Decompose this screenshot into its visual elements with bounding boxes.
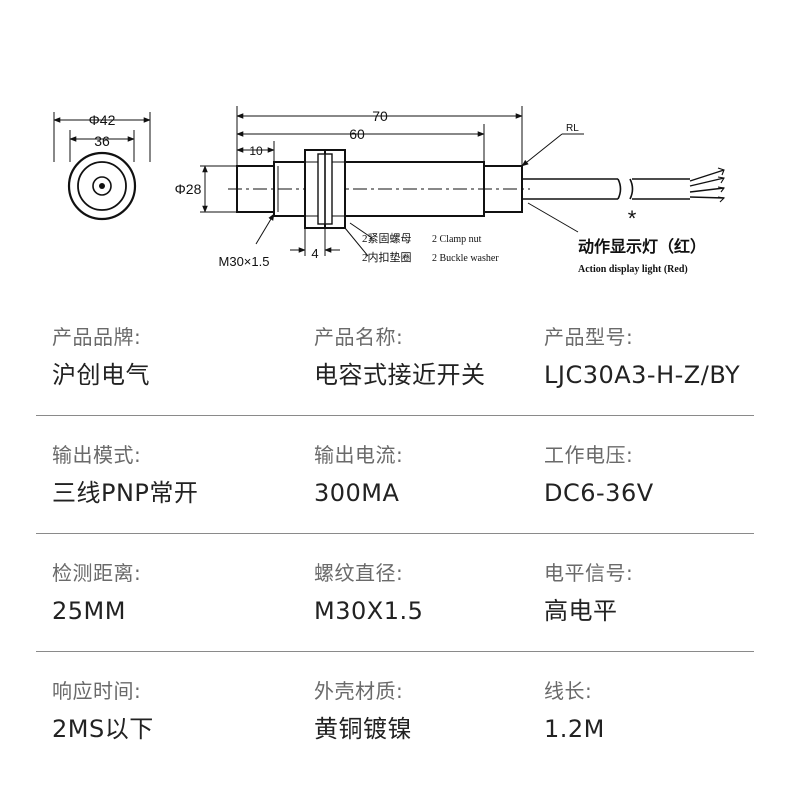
washer-cn: 2内扣垫圈 [362, 250, 412, 264]
spec-value: LJC30A3-H-Z/BY [544, 361, 741, 389]
spec-row: 输出模式: 三线PNP常开 输出电流: 300MA 工作电压: DC6-36V [36, 416, 754, 534]
spec-label: 线长: [544, 679, 593, 703]
spec-value: 1.2M [544, 715, 605, 743]
cable [522, 167, 726, 203]
dim-diameter: Φ28 [175, 181, 202, 197]
spec-output-current: 输出电流: 300MA [314, 442, 544, 533]
front-view [53, 112, 151, 221]
dim-front-length: 10 [249, 144, 263, 158]
indicator-en: Action display light (Red) [578, 264, 688, 275]
spec-value: M30X1.5 [314, 597, 424, 625]
spec-value: 300MA [314, 479, 400, 507]
clamp-nut-en: 2 Clamp nut [432, 234, 482, 245]
front-across-flats: 36 [94, 133, 110, 149]
indicator-cn: 动作显示灯（红） [578, 237, 706, 256]
spec-row: 响应时间: 2MS以下 外壳材质: 黄铜镀镍 线长: 1.2M [36, 652, 754, 770]
star-mark: * [628, 206, 637, 231]
dim-body-length: 60 [349, 126, 365, 142]
spec-label: 螺纹直径: [314, 561, 404, 585]
spec-working-voltage: 工作电压: DC6-36V [544, 442, 754, 533]
spec-value: 三线PNP常开 [52, 479, 199, 507]
spec-label: 输出模式: [52, 443, 142, 467]
cable-label: RL [566, 123, 579, 134]
clamp-nut-cn: 2紧固螺母 [362, 232, 412, 245]
spec-value: 黄铜镀镍 [314, 715, 412, 743]
washer-en: 2 Buckle washer [432, 253, 499, 264]
spec-value: 沪创电气 [52, 361, 150, 389]
dim-nut-width: 4 [311, 246, 318, 261]
spec-model: 产品型号: LJC30A3-H-Z/BY [544, 324, 754, 415]
side-view [200, 106, 726, 257]
spec-level-signal: 电平信号: 高电平 [544, 560, 754, 651]
front-outer-circle [67, 151, 137, 221]
clamp-nuts [304, 149, 346, 229]
spec-label: 外壳材质: [314, 679, 404, 703]
spec-label: 工作电压: [544, 443, 634, 467]
spec-brand: 产品品牌: 沪创电气 [36, 324, 314, 415]
spec-thread-diameter: 螺纹直径: M30X1.5 [314, 560, 544, 651]
spec-output-mode: 输出模式: 三线PNP常开 [36, 442, 314, 533]
spec-row: 产品品牌: 沪创电气 产品名称: 电容式接近开关 产品型号: LJC30A3-H… [36, 300, 754, 416]
spec-label: 检测距离: [52, 561, 142, 585]
spec-shell-material: 外壳材质: 黄铜镀镍 [314, 678, 544, 770]
spec-label: 产品型号: [544, 325, 634, 349]
spec-value: 高电平 [544, 597, 618, 625]
spec-label: 产品名称: [314, 325, 404, 349]
front-outer-dia: Φ42 [89, 112, 116, 128]
spec-product-name: 产品名称: 电容式接近开关 [314, 324, 544, 415]
spec-detect-distance: 检测距离: 25MM [36, 560, 314, 651]
spec-value: DC6-36V [544, 479, 654, 507]
spec-value: 电容式接近开关 [314, 361, 486, 389]
spec-response-time: 响应时间: 2MS以下 [36, 678, 314, 770]
spec-table: 产品品牌: 沪创电气 产品名称: 电容式接近开关 产品型号: LJC30A3-H… [36, 300, 754, 770]
technical-drawing: Φ42 36 [53, 106, 726, 275]
dim-thread: M30×1.5 [219, 254, 270, 269]
spec-row: 检测距离: 25MM 螺纹直径: M30X1.5 电平信号: 高电平 [36, 534, 754, 652]
spec-label: 电平信号: [544, 561, 634, 585]
dim-total-length: 70 [372, 108, 388, 124]
spec-label: 响应时间: [52, 679, 142, 703]
spec-value: 2MS以下 [52, 715, 154, 743]
spec-value: 25MM [52, 597, 126, 625]
spec-label: 输出电流: [314, 443, 404, 467]
spec-cable-length: 线长: 1.2M [544, 678, 754, 770]
spec-label: 产品品牌: [52, 325, 142, 349]
